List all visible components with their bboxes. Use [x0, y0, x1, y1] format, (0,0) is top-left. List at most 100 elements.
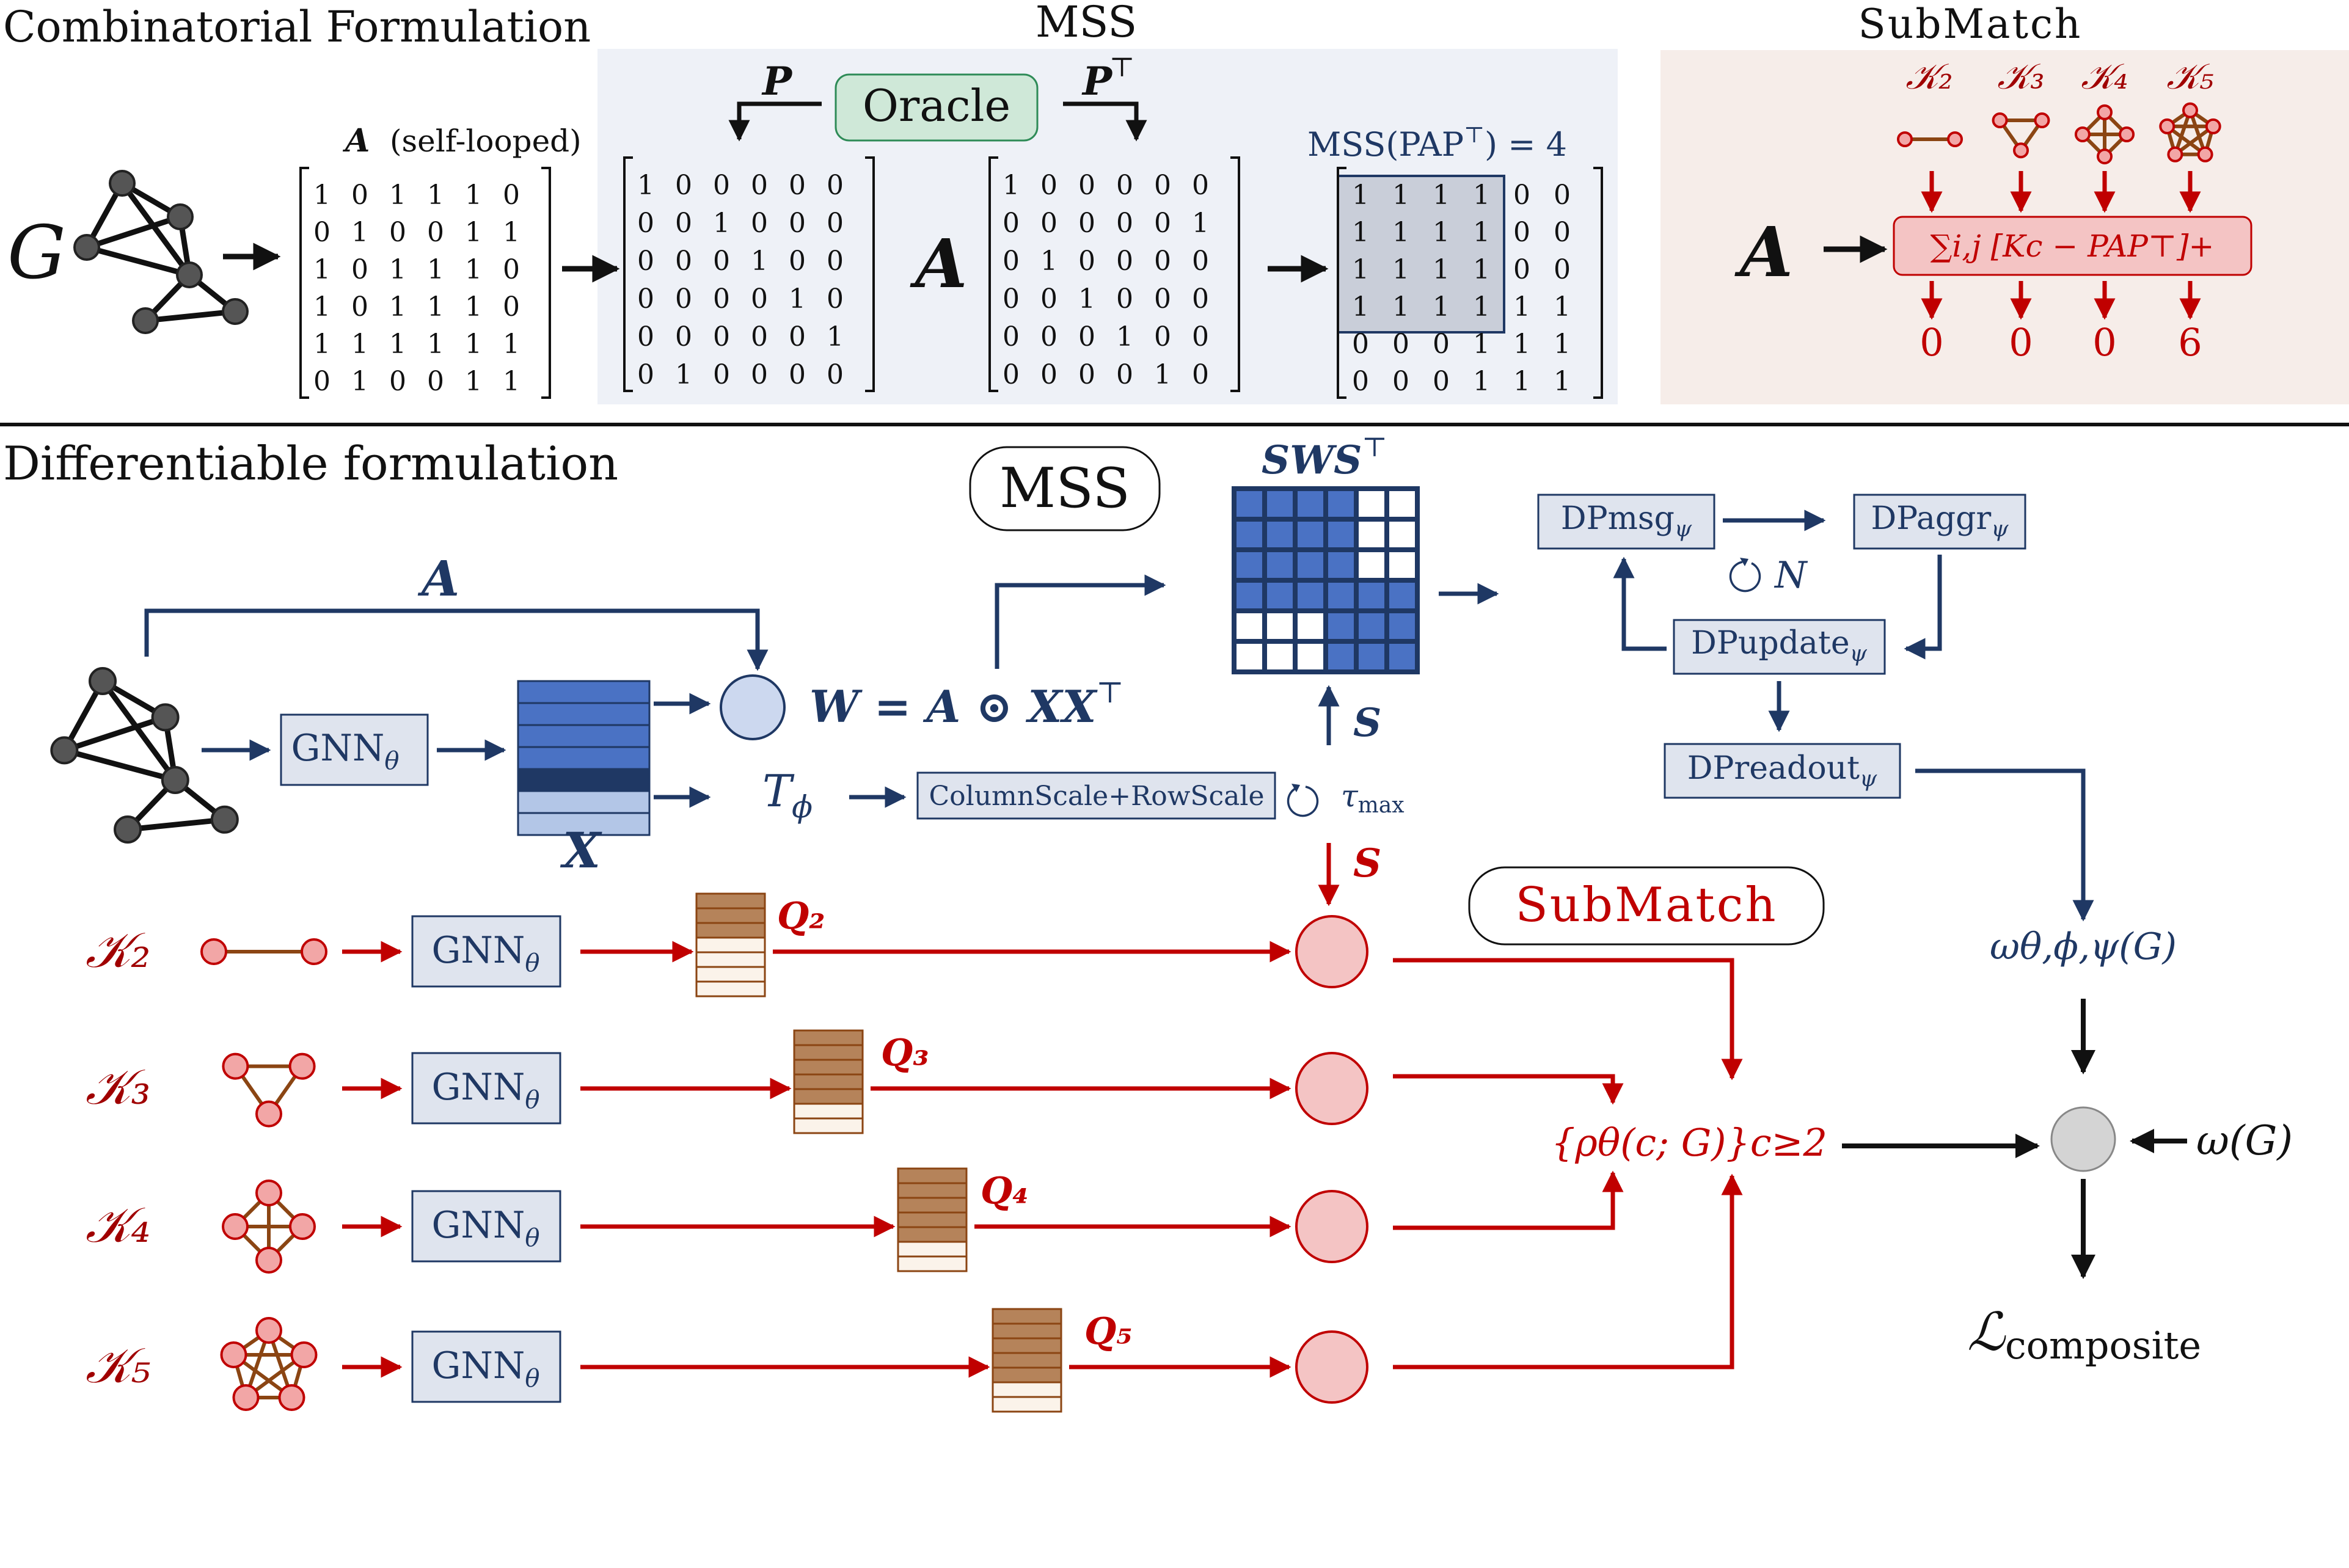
permuted-cell-1-0: 1 — [1352, 217, 1369, 248]
q-stack-3-row-4 — [793, 1088, 864, 1105]
clique-gnn-label-5: GNNθ — [431, 1344, 539, 1393]
scale-label: ColumnScale+RowScale — [929, 781, 1264, 812]
adj-cell-1-5: 1 — [503, 217, 520, 248]
perm-pt-cell-3-3: 0 — [1116, 283, 1133, 315]
sws-cell-4-5 — [1389, 613, 1415, 639]
loss-main: ℒ — [1967, 1302, 2006, 1363]
permuted-cell-0-4: 0 — [1513, 180, 1530, 211]
loop-N: N — [1729, 554, 1808, 597]
svg-text:DPmsgψ: DPmsgψ — [1561, 500, 1692, 542]
clique-top-3-node-0 — [1992, 112, 2008, 129]
clique-row-4-node-0 — [255, 1180, 282, 1206]
adj-cell-3-4: 1 — [465, 291, 482, 323]
perm-p-cell-4-5: 1 — [827, 321, 844, 352]
q-stack-3-row-0 — [793, 1029, 864, 1046]
perm-pt-cell-3-5: 0 — [1192, 283, 1209, 315]
adj-cell-3-2: 1 — [389, 291, 406, 323]
submatch-output-0: 0 — [1920, 320, 1943, 365]
perm-p-cell-5-3: 0 — [751, 359, 768, 390]
perm-pt-cell-5-1: 0 — [1040, 359, 1058, 390]
adj-cell-5-4: 1 — [465, 366, 482, 397]
submatch-output-3: 6 — [2178, 320, 2202, 365]
clique-label-top-3: 𝒦₃ — [1997, 56, 2044, 97]
sws-cell-5-5 — [1389, 644, 1415, 669]
sws-grid — [1232, 486, 1420, 674]
mss-title: MSS — [1036, 0, 1137, 47]
clique-gnn-box-5 — [411, 1330, 561, 1403]
rho-label: {ρθ(c; G)}c≥2 — [1551, 1120, 1827, 1165]
perm-p-bracket-right — [865, 156, 875, 392]
sws-label: SWS⊤ — [1262, 432, 1387, 483]
adj-cell-1-4: 1 — [465, 217, 482, 248]
perm-pt-cell-0-1: 0 — [1040, 170, 1058, 201]
permuted-cell-0-3: 1 — [1473, 180, 1490, 211]
clique-row-4-node-1 — [289, 1213, 316, 1240]
perm-pt-cell-0-4: 0 — [1154, 170, 1171, 201]
mss-badge — [969, 446, 1161, 531]
q-stack-5-row-5 — [992, 1381, 1062, 1398]
adj-cell-0-0: 1 — [313, 180, 331, 211]
dp-msg-label: DPmsg — [1561, 500, 1675, 537]
perm-pt-cell-1-2: 0 — [1078, 208, 1095, 239]
clique-gnn-main-4: GNN — [431, 1204, 525, 1247]
clique-top-5-node-0 — [2182, 102, 2198, 119]
adj-cell-2-4: 1 — [465, 254, 482, 285]
x-row-6 — [517, 812, 651, 836]
perm-pt-cell-2-2: 0 — [1078, 246, 1095, 277]
perm-pt-cell-4-0: 0 — [1003, 321, 1020, 352]
bottom-graph-edge-2 — [63, 715, 166, 753]
clique-gnn-label-4: GNNθ — [431, 1204, 539, 1252]
S-down-label: S — [1353, 841, 1381, 886]
perm-p-cell-0-5: 0 — [827, 170, 844, 201]
perm-right-sup: ⊤ — [1109, 52, 1134, 83]
clique-row-label-4: 𝒦₄ — [86, 1197, 150, 1253]
bottom-graph-node-2 — [151, 703, 180, 732]
sws-text: SWS — [1262, 437, 1362, 483]
perm-pt-cell-1-1: 0 — [1040, 208, 1058, 239]
mss-block-highlight — [1337, 175, 1505, 334]
sws-cell-3-3 — [1328, 583, 1354, 608]
clique-top-3-node-2 — [2013, 142, 2029, 159]
permuted-cell-2-0: 1 — [1352, 254, 1369, 285]
adj-cell-1-1: 1 — [351, 217, 368, 248]
perm-pt-cell-0-2: 0 — [1078, 170, 1095, 201]
clique-label-top-4: 𝒦₄ — [2081, 56, 2128, 97]
adj-cell-4-0: 1 — [313, 329, 331, 360]
loss-node — [2050, 1106, 2116, 1172]
perm-p-cell-4-3: 0 — [751, 321, 768, 352]
clique-top-2-node-1 — [1947, 131, 1963, 147]
clique-row-5-node-3 — [232, 1384, 260, 1411]
adj-cell-0-1: 0 — [351, 180, 368, 211]
perm-p-cell-3-5: 0 — [827, 283, 844, 315]
submatch-A: A — [1734, 213, 1793, 293]
perm-p-bracket-left — [623, 156, 633, 392]
sws-cell-5-0 — [1237, 644, 1262, 669]
permuted-cell-4-1: 0 — [1392, 329, 1409, 360]
match-node-2 — [1295, 915, 1368, 988]
q-stack-5-row-2 — [992, 1337, 1062, 1354]
permuted-cell-0-0: 1 — [1352, 180, 1369, 211]
permuted-cell-4-3: 1 — [1473, 329, 1490, 360]
adj-cell-2-0: 1 — [313, 254, 331, 285]
q-stack-4-row-6 — [897, 1255, 968, 1272]
permuted-cell-2-5: 0 — [1554, 254, 1571, 285]
clique-row-3-node-0 — [222, 1052, 249, 1080]
sws-cell-5-2 — [1298, 644, 1323, 669]
permuted-cell-4-4: 1 — [1513, 329, 1530, 360]
sws-cell-0-1 — [1267, 491, 1293, 517]
q-stack-5-row-0 — [992, 1308, 1062, 1325]
permuted-cell-5-5: 1 — [1554, 366, 1571, 397]
match-node-4 — [1295, 1190, 1368, 1263]
bottom-graph-edge-4 — [100, 679, 178, 782]
clique-row-3-node-2 — [255, 1100, 282, 1128]
permuted-cell-3-3: 1 — [1473, 291, 1490, 323]
clique-row-2-node-0 — [200, 938, 227, 965]
edge-A-line — [144, 608, 769, 671]
perm-pt-cell-1-0: 0 — [1003, 208, 1020, 239]
perm-pt-cell-3-1: 0 — [1040, 283, 1058, 315]
loop-N-label: N — [1774, 554, 1808, 597]
svg-text:τmax: τmax — [1341, 778, 1405, 818]
